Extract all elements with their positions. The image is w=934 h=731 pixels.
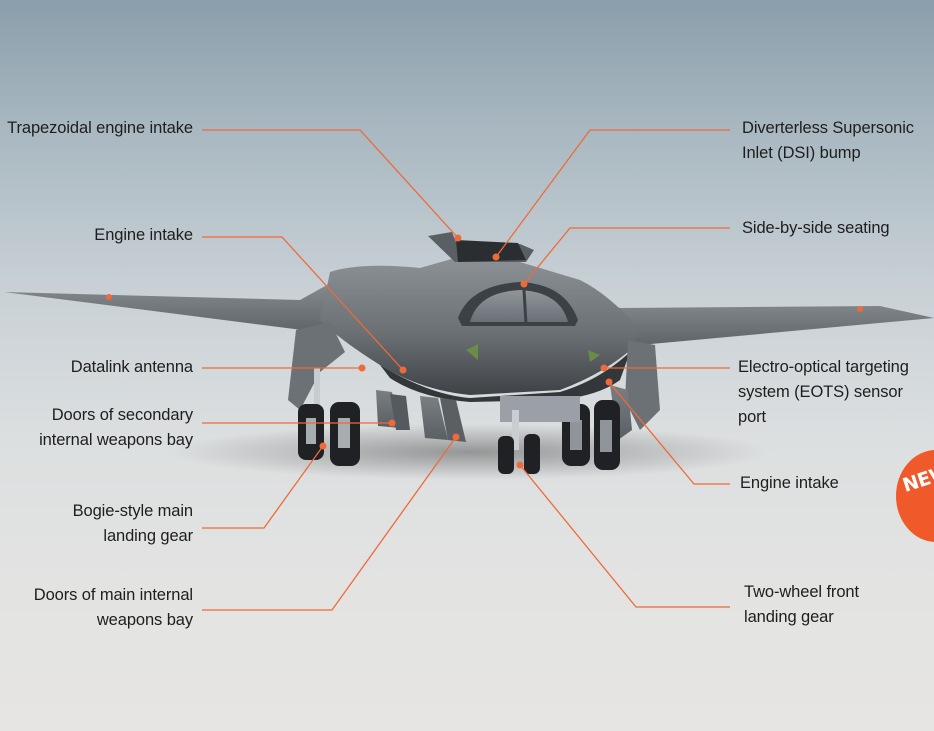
dot-datalink-antenna — [358, 364, 366, 372]
dot-engine-intake-left — [399, 366, 407, 374]
left-gear-strut — [314, 368, 320, 418]
dot-main-bay — [452, 433, 460, 441]
dot-seating — [520, 280, 528, 288]
leader-trapezoidal-intake — [202, 129, 459, 239]
front-gear-wheel-1 — [498, 436, 514, 474]
label-trapezoidal-intake: Trapezoidal engine intake — [7, 119, 193, 137]
left-nacelle — [288, 322, 345, 410]
label-dsi-bump: Diverterless Supersonic Inlet (DSI) bump — [742, 119, 914, 162]
label-eots-port: Electro-optical targeting system (EOTS) … — [738, 358, 909, 426]
leader-main-bay — [202, 436, 457, 611]
fuselage — [320, 258, 640, 395]
front-gear-strut — [512, 410, 519, 450]
dot-dsi-bump — [492, 253, 500, 261]
leader-bogie-gear — [202, 445, 324, 529]
label-main-bay-doors: Doors of main internal weapons bay — [33, 586, 193, 629]
dot-front-gear — [516, 461, 524, 469]
leader-dsi-bump — [495, 129, 730, 258]
left-gear-hub-1 — [306, 418, 316, 444]
main-bay-door-2 — [440, 398, 466, 442]
dot-left-wing-marker — [106, 294, 112, 300]
eots-window-right — [588, 350, 600, 362]
right-nacelle — [625, 340, 660, 430]
label-side-by-side-seating: Side-by-side seating — [742, 219, 890, 237]
label-engine-intake-right: Engine intake — [740, 474, 839, 492]
dot-right-wing-marker — [857, 306, 863, 312]
leader-engine-intake-right — [608, 381, 730, 485]
canopy-glass — [470, 290, 568, 322]
new-badge-text: NEW — [900, 461, 934, 497]
right-gear-hub-2 — [600, 420, 612, 452]
leader-engine-intake-left — [202, 236, 404, 371]
label-bogie-landing-gear: Bogie-style main landing gear — [72, 502, 193, 545]
right-wing — [560, 290, 934, 345]
label-secondary-bay-doors: Doors of secondary internal weapons bay — [39, 406, 193, 449]
secondary-bay-door-1 — [376, 390, 400, 428]
leader-front-gear — [519, 464, 730, 608]
secondary-bay-door-2 — [390, 394, 410, 430]
dot-engine-intake-right — [605, 378, 613, 386]
left-wing — [4, 275, 380, 332]
dot-trapezoidal-intake — [454, 234, 462, 242]
main-bay-door-1 — [420, 396, 448, 440]
label-engine-intake-left: Engine intake — [94, 226, 193, 244]
ground-shadow — [170, 424, 770, 480]
dot-secondary-bay — [388, 419, 396, 427]
front-gear-wheel-2 — [524, 434, 540, 474]
right-gear-hub-1 — [570, 420, 582, 450]
dorsal-intake-opening — [456, 240, 526, 262]
label-datalink-antenna: Datalink antenna — [70, 358, 193, 376]
eots-window-left — [466, 344, 478, 360]
left-gear-hub-2 — [338, 418, 350, 448]
leader-seating — [523, 227, 730, 285]
label-front-landing-gear: Two-wheel front landing gear — [744, 583, 859, 626]
canopy-frame — [522, 289, 528, 325]
dot-eots — [600, 364, 608, 372]
main-bay-door-right — [610, 385, 632, 440]
dot-bogie-gear — [319, 442, 327, 450]
